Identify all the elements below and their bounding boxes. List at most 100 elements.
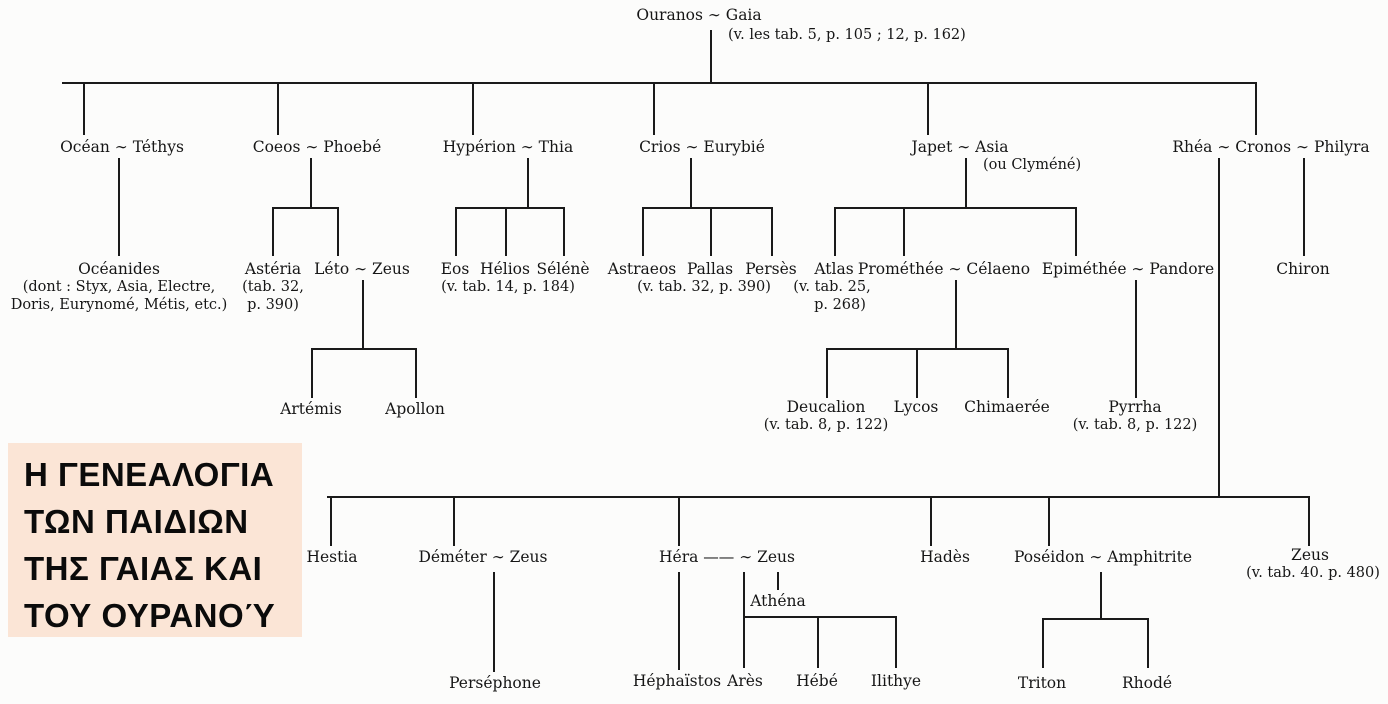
node-hebe: Hébé	[796, 672, 838, 690]
connector-line	[563, 207, 565, 256]
connector-line	[690, 158, 692, 207]
node-apollon: Apollon	[385, 400, 445, 418]
node-asteria-note1: (tab. 32,	[242, 279, 304, 295]
node-pallas: Pallas	[686, 260, 734, 278]
connector-line	[330, 496, 332, 546]
node-crios-eurybie: Crios ∼ Eurybié	[639, 138, 765, 156]
node-ouranos-gaia-ref: (v. les tab. 5, p. 105 ; 12, p. 162)	[728, 27, 966, 43]
connector-line	[453, 496, 455, 546]
node-helios: Hélios	[480, 260, 530, 278]
connector-line	[1147, 618, 1149, 668]
node-ocean-tethys: Océan ∼ Téthys	[60, 138, 184, 156]
connector-line	[118, 158, 120, 256]
connector-line	[834, 207, 836, 256]
title-box: Η ΓΕΝΕΑΛΟΓΙΑ ΤΩΝ ΠΑΙΔΙΩΝ ΤΗΣ ΓΑΙΑΣ ΚΑΙ Τ…	[8, 443, 302, 637]
node-promethee-celaeno: Prométhée ∼ Célaeno	[857, 260, 1031, 278]
connector-line	[743, 616, 896, 618]
connector-line	[1218, 158, 1220, 496]
node-eos-group-ref: (v. tab. 14, p. 184)	[441, 279, 575, 295]
node-perses: Persès	[745, 260, 797, 278]
connector-line	[455, 207, 565, 209]
node-athena: Athéna	[750, 592, 806, 610]
node-lycos: Lycos	[893, 398, 939, 416]
connector-line	[415, 348, 417, 398]
node-ilithye: Ilithye	[870, 672, 922, 690]
connector-line	[1100, 572, 1102, 618]
connector-line	[272, 207, 339, 209]
node-zeus: Zeus	[1291, 546, 1329, 564]
node-ares: Arès	[727, 672, 763, 690]
node-triton: Triton	[1017, 674, 1067, 692]
connector-line	[834, 207, 1077, 209]
connector-line	[1075, 207, 1077, 256]
connector-line	[965, 158, 967, 207]
node-poseidon-amphitrite: Poséidon ∼ Amphitrite	[1013, 548, 1193, 566]
node-selene: Sélénè	[536, 260, 590, 278]
connector-line	[493, 572, 495, 672]
connector-line	[710, 30, 712, 82]
node-japet-asia-note: (ou Clyméné)	[983, 157, 1082, 173]
connector-line	[311, 348, 417, 350]
connector-line	[1007, 348, 1009, 398]
connector-line	[678, 496, 680, 546]
connector-line	[311, 348, 313, 398]
node-pyrrha: Pyrrha	[1108, 398, 1162, 416]
node-astraeos: Astraeos	[607, 260, 677, 278]
connector-line	[472, 82, 474, 135]
node-atlas-note1: (v. tab. 25,	[793, 279, 871, 295]
connector-line	[743, 572, 745, 616]
node-artemis: Artémis	[280, 400, 342, 418]
node-deucalion-ref: (v. tab. 8, p. 122)	[763, 417, 889, 433]
node-oceanides-note1: (dont : Styx, Asia, Electre,	[22, 279, 216, 295]
node-oceanides-note2: Doris, Eurynomé, Métis, etc.)	[10, 297, 228, 313]
connector-line	[955, 280, 957, 348]
node-eos: Eos	[440, 260, 470, 278]
node-deucalion: Deucalion	[786, 398, 866, 416]
connector-line	[1042, 618, 1147, 620]
connector-line	[642, 207, 773, 209]
connector-line	[362, 280, 364, 348]
connector-line	[743, 616, 745, 668]
node-hyperion-thia: Hypérion ∼ Thia	[442, 138, 574, 156]
node-zeus-ref: (v. tab. 40. p. 480)	[1246, 565, 1380, 581]
connector-line	[1303, 158, 1305, 256]
connector-line	[710, 207, 712, 256]
node-chimaeree: Chimaerée	[964, 398, 1050, 416]
node-atlas: Atlas	[814, 260, 854, 278]
node-atlas-note2: p. 268)	[814, 297, 866, 313]
connector-line	[642, 207, 644, 256]
connector-line	[1135, 280, 1137, 398]
node-epimethee-pandore: Epiméthée ∼ Pandore	[1041, 260, 1215, 278]
title-line-4: ΤΟΥ ΟΥΡΑΝΟΎ	[24, 597, 276, 634]
node-hephaistos: Héphaïstos	[632, 672, 722, 690]
node-chiron: Chiron	[1276, 260, 1330, 278]
title-line-2: ΤΩΝ ΠΑΙΔΙΩΝ	[24, 503, 249, 540]
node-rhode: Rhodé	[1121, 674, 1173, 692]
node-persephone: Perséphone	[449, 674, 541, 692]
connector-line	[1255, 82, 1257, 135]
connector-line	[1048, 496, 1050, 546]
connector-line	[272, 207, 274, 256]
connector-line	[916, 348, 918, 398]
connector-line	[527, 158, 529, 207]
connector-line	[927, 82, 929, 135]
connector-line	[83, 82, 85, 135]
connector-line	[505, 207, 507, 256]
connector-line	[777, 572, 779, 590]
node-leto-zeus: Léto ∼ Zeus	[314, 260, 410, 278]
connector-line	[455, 207, 457, 256]
node-hades: Hadès	[920, 548, 970, 566]
node-oceanides: Océanides	[78, 260, 160, 278]
connector-line	[277, 82, 279, 135]
node-hera-zeus: Héra —— ∼ Zeus	[659, 548, 795, 566]
connector-line	[327, 496, 1310, 498]
node-astraeos-group-ref: (v. tab. 32, p. 390)	[637, 279, 771, 295]
connector-line	[653, 82, 655, 135]
connector-line	[930, 496, 932, 546]
connector-line	[337, 207, 339, 256]
node-pyrrha-ref: (v. tab. 8, p. 122)	[1072, 417, 1198, 433]
connector-line	[826, 348, 828, 398]
node-hestia: Hestia	[306, 548, 358, 566]
node-rhea-cronos-philyra: Rhéa ∼ Cronos ∼ Philyra	[1172, 138, 1370, 156]
